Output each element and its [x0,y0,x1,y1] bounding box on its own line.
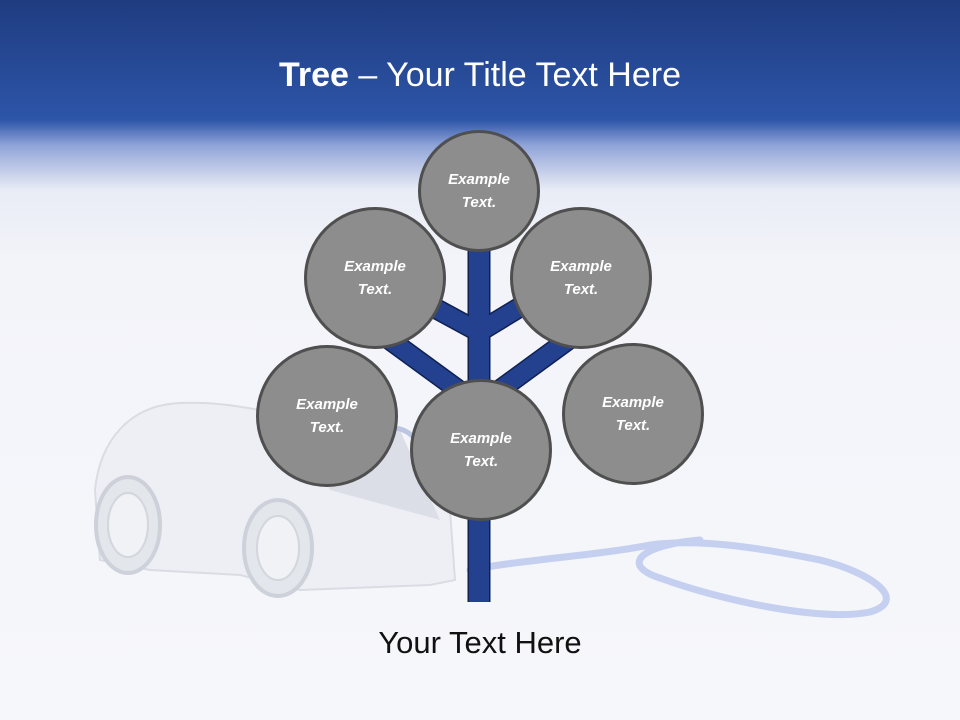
caption: Your Text Here [378,625,582,660]
title-text: – Your Title Text Here [348,56,681,94]
node-label: Example Text. [344,258,406,298]
slide-title: Tree – Your Title Text Here [0,52,960,98]
node-label: Example Text. [296,396,358,436]
tree-node-center: Example Text. [410,379,552,521]
node-label: Example Text. [602,394,664,434]
title-bold: Tree [279,56,349,94]
tree-node-upper-left: Example Text. [304,207,446,349]
node-label: Example Text. [550,258,612,298]
charging-cable [466,536,890,618]
tree-node-lower-right: Example Text. [562,343,704,485]
tree-node-top: Example Text. [418,130,540,252]
node-label: Example Text. [448,171,510,211]
tree-node-lower-left: Example Text. [256,345,398,487]
node-label: Example Text. [450,430,512,470]
tree-node-upper-right: Example Text. [510,207,652,349]
